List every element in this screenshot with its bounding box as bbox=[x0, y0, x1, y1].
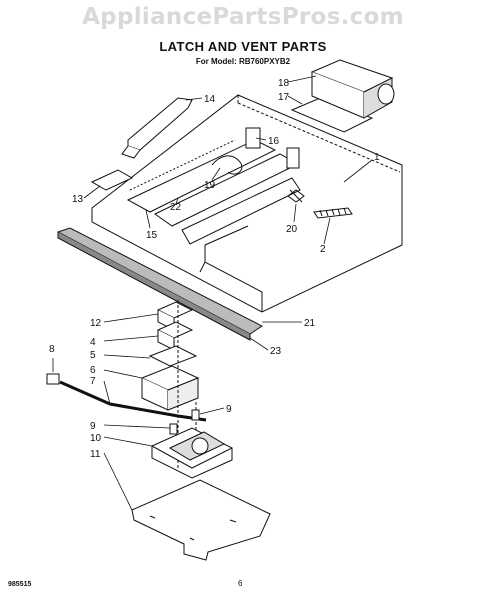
callout-11: 11 bbox=[90, 449, 101, 460]
part-23-gasket bbox=[56, 227, 263, 341]
watermark: AppliancePartsPros.com bbox=[82, 4, 404, 30]
callout-13: 13 bbox=[72, 194, 84, 205]
callout-14: 14 bbox=[204, 94, 216, 105]
callout-17: 17 bbox=[278, 92, 290, 103]
part-16-bracket bbox=[245, 127, 300, 169]
part-13-plate bbox=[90, 169, 134, 191]
diagram-title: LATCH AND VENT PARTS bbox=[159, 39, 327, 54]
part-17-shield bbox=[290, 97, 374, 133]
callout-5: 5 bbox=[90, 350, 96, 361]
part-18-vent-housing bbox=[310, 59, 395, 119]
model-line: For Model: RB760PXYB2 bbox=[195, 57, 291, 66]
callout-6: 6 bbox=[90, 365, 96, 376]
part-9-screw-b bbox=[191, 409, 200, 421]
callout-19: 19 bbox=[204, 180, 216, 191]
vent-troughs bbox=[126, 139, 301, 245]
callout-12: 12 bbox=[90, 318, 102, 329]
callout-4: 4 bbox=[90, 337, 96, 348]
callout-8: 8 bbox=[49, 344, 55, 355]
callout-10: 10 bbox=[90, 433, 102, 444]
part-11-base-plate bbox=[131, 479, 271, 561]
callout-18: 18 bbox=[278, 78, 290, 89]
callout-16: 16 bbox=[268, 136, 280, 147]
callout-21: 21 bbox=[304, 318, 316, 329]
footer-code: 985515 bbox=[8, 581, 32, 588]
leader-lines bbox=[52, 75, 373, 511]
part-8-block bbox=[46, 373, 60, 385]
callout-23: 23 bbox=[270, 346, 282, 357]
callout-1: 1 bbox=[374, 152, 380, 163]
callout-22: 22 bbox=[170, 202, 182, 213]
page-number: 6 bbox=[238, 579, 243, 588]
callout-7: 7 bbox=[90, 376, 96, 387]
part-19-spring bbox=[211, 155, 243, 175]
latch-bracket-stack bbox=[148, 301, 198, 367]
part-6-box bbox=[140, 365, 200, 411]
part-9-screw-a bbox=[169, 423, 178, 435]
callout-20: 20 bbox=[286, 224, 298, 235]
callout-2: 2 bbox=[320, 244, 326, 255]
callout-15: 15 bbox=[146, 230, 158, 241]
callout-9: 9 bbox=[90, 421, 96, 432]
part-20-clip bbox=[287, 189, 305, 203]
part-10-latch-assembly bbox=[150, 427, 234, 479]
callout-9: 9 bbox=[226, 404, 232, 415]
